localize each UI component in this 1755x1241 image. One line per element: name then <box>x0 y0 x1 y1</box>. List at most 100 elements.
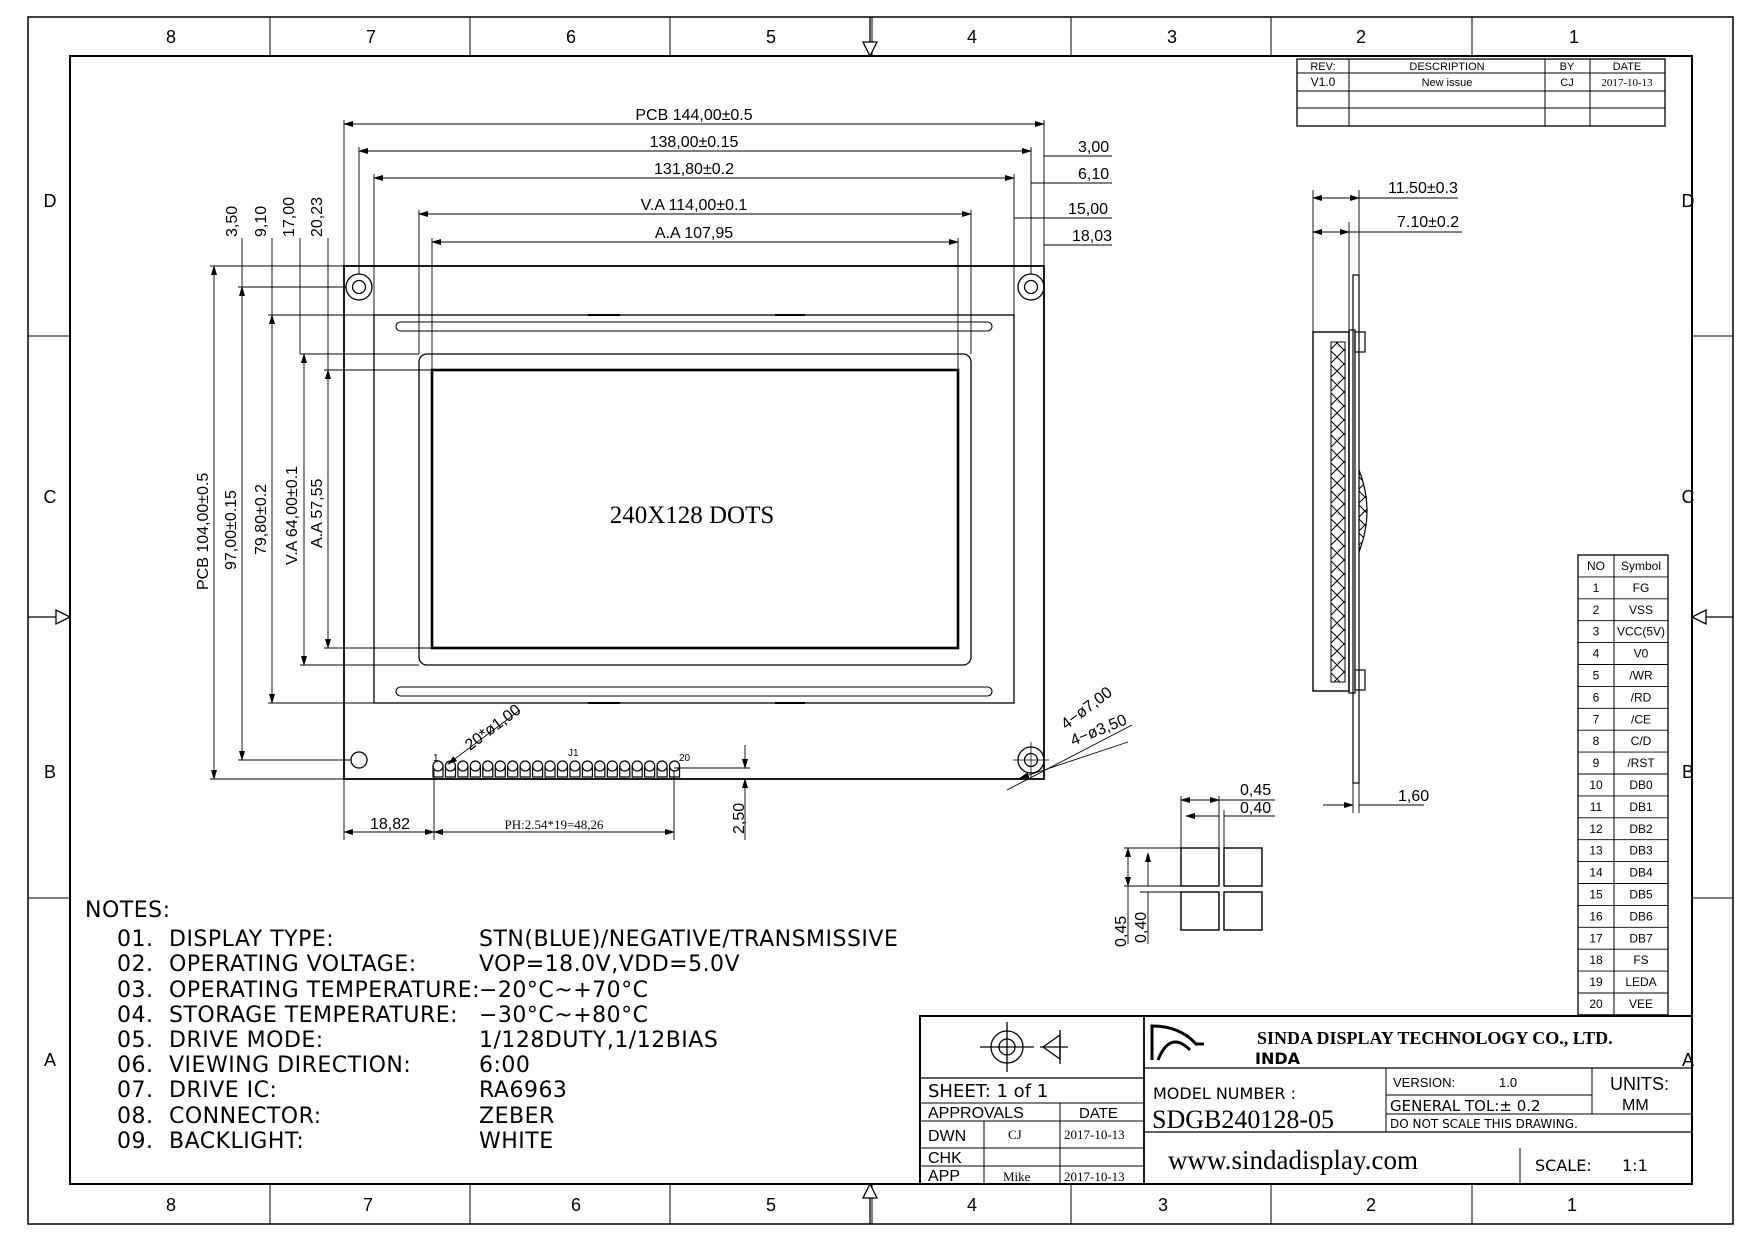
svg-text:3,00: 3,00 <box>1078 139 1109 156</box>
connector-pin <box>469 760 481 772</box>
svg-text:11.50±0.3: 11.50±0.3 <box>1388 180 1458 197</box>
connector-pin-pad <box>469 766 481 778</box>
pin-symbol: DB0 <box>1629 778 1653 792</box>
note-label: DRIVE MODE: <box>169 1028 324 1054</box>
mount-hole-tl <box>345 273 373 301</box>
note-value: STN(BLUE)/NEGATIVE/TRANSMISSIVE <box>479 927 899 953</box>
connector-pin-pad <box>581 766 593 778</box>
svg-text:D: D <box>44 191 57 211</box>
pin-number: 19 <box>1589 975 1603 989</box>
svg-text:1: 1 <box>1569 27 1579 47</box>
front-dimensions <box>210 120 1133 840</box>
notes-title: NOTES: <box>85 898 171 923</box>
pin-number: 7 <box>1593 712 1600 726</box>
note-value: −20°C~+70°C <box>479 977 649 1003</box>
svg-text:REV:: REV: <box>1310 61 1335 73</box>
svg-text:79,80±0.2: 79,80±0.2 <box>253 484 270 555</box>
svg-text:APP: APP <box>928 1168 960 1185</box>
connector-pin-pad <box>569 766 581 778</box>
pin-number: 3 <box>1593 625 1600 639</box>
pin-number: 15 <box>1589 888 1603 902</box>
svg-text:C: C <box>1682 487 1695 507</box>
connector-pin <box>606 760 618 772</box>
pin-number: 18 <box>1589 953 1603 967</box>
connector-pin <box>644 760 656 772</box>
svg-text:3,50: 3,50 <box>224 206 241 237</box>
connector-pin <box>544 760 556 772</box>
centering-marks <box>28 17 1733 1224</box>
connector-pin-pad <box>556 766 569 778</box>
svg-text:0,40: 0,40 <box>1133 912 1150 943</box>
connector-pin <box>482 760 494 772</box>
svg-text:V.A 114,00±0.1: V.A 114,00±0.1 <box>641 197 748 214</box>
pin-symbol: DB5 <box>1629 888 1653 902</box>
svg-text:2: 2 <box>1356 27 1366 47</box>
note-number: 02. <box>117 952 154 978</box>
pin-symbol: DB6 <box>1629 909 1653 923</box>
svg-text:0,40: 0,40 <box>1240 800 1271 817</box>
connector-pin <box>619 760 631 772</box>
connector-j1 <box>432 760 681 778</box>
projection-symbol-icon <box>980 1022 1068 1072</box>
pin-number: 16 <box>1589 909 1603 923</box>
pin-number: 8 <box>1593 734 1600 748</box>
pin-number: 11 <box>1590 800 1603 814</box>
connector-pin <box>594 760 606 772</box>
connector-pin-pad <box>644 766 656 778</box>
note-value: ZEBER <box>479 1103 555 1129</box>
connector-pin-pad <box>668 766 681 778</box>
note-number: 08. <box>117 1103 154 1129</box>
pin-table-header: Symbol <box>1621 559 1661 573</box>
svg-text:7.10±0.2: 7.10±0.2 <box>1397 214 1459 231</box>
svg-text:MM: MM <box>1622 1097 1649 1114</box>
svg-text:Mike: Mike <box>1003 1169 1031 1184</box>
title-block <box>919 1015 1693 1185</box>
pin-symbol: C/D <box>1631 734 1652 748</box>
note-label: DRIVE IC: <box>169 1078 278 1104</box>
note-label: VIEWING DIRECTION: <box>169 1053 412 1079</box>
connector-pin-pad <box>532 766 544 778</box>
svg-text:SINDA DISPLAY TECHNOLOGY CO.,: SINDA DISPLAY TECHNOLOGY CO., LTD. <box>1257 1028 1613 1048</box>
svg-text:2: 2 <box>1366 1195 1376 1215</box>
pin-symbol: /RD <box>1631 690 1652 704</box>
pin-symbol: /RST <box>1627 756 1655 770</box>
note-number: 05. <box>117 1028 154 1054</box>
note-row: 02.OPERATING VOLTAGE:VOP=18.0V,VDD=5.0V <box>85 952 898 977</box>
pin-number: 9 <box>1593 756 1600 770</box>
lcd-side-view <box>1312 190 1462 813</box>
svg-text:DATE: DATE <box>1079 1105 1118 1122</box>
note-value: RA6963 <box>479 1078 568 1104</box>
note-number: 09. <box>117 1128 154 1154</box>
note-label: DISPLAY TYPE: <box>169 927 335 953</box>
svg-text:131,80±0.2: 131,80±0.2 <box>654 161 734 178</box>
note-row: 08.CONNECTOR:ZEBER <box>85 1104 898 1129</box>
pin-number: 12 <box>1589 822 1603 836</box>
pin-symbol: DB7 <box>1629 931 1653 945</box>
pin-number: 6 <box>1593 690 1600 704</box>
note-row: 07.DRIVE IC:RA6963 <box>85 1078 898 1103</box>
svg-text:2017-10-13: 2017-10-13 <box>1601 77 1653 89</box>
svg-text:20: 20 <box>679 753 691 764</box>
svg-text:V.A 64,00±0.1: V.A 64,00±0.1 <box>284 466 301 565</box>
pin-number: 4 <box>1593 647 1600 661</box>
pin-symbol: VCC(5V) <box>1617 625 1665 639</box>
note-row: 09.BACKLIGHT:WHITE <box>85 1129 898 1154</box>
note-number: 03. <box>117 977 154 1003</box>
connector-pin-pad <box>444 766 457 778</box>
note-number: 06. <box>117 1053 154 1079</box>
svg-text:8: 8 <box>166 1195 176 1215</box>
pin-symbol: FG <box>1633 581 1650 595</box>
svg-text:4: 4 <box>967 27 977 47</box>
svg-text:97,00±0.15: 97,00±0.15 <box>223 490 240 570</box>
pin-symbol: DB4 <box>1629 866 1653 880</box>
svg-text:0,45: 0,45 <box>1240 782 1271 799</box>
svg-text:6: 6 <box>566 27 576 47</box>
mount-hole-tr <box>1017 273 1045 301</box>
svg-text:17,00: 17,00 <box>281 197 298 237</box>
svg-text:CJ: CJ <box>1008 1127 1022 1142</box>
svg-text:PCB 144,00±0.5: PCB 144,00±0.5 <box>635 107 752 124</box>
svg-text:CJ: CJ <box>1560 77 1573 89</box>
svg-text:0,45: 0,45 <box>1113 916 1130 947</box>
note-row: 06.VIEWING DIRECTION:6:00 <box>85 1053 898 1078</box>
svg-text:6,10: 6,10 <box>1078 166 1109 183</box>
